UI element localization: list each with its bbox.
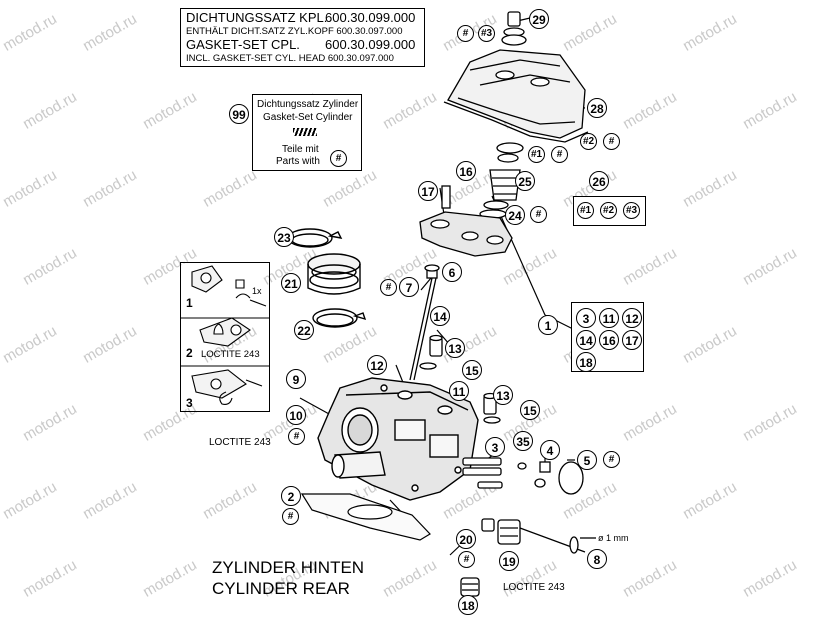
callout-7: 7 <box>399 277 419 297</box>
parts-with-label: Parts with <box>276 156 320 167</box>
kit-line1-code: 600.30.099.000 <box>325 10 416 25</box>
callout-26: 26 <box>589 171 609 191</box>
callout-5: 5 <box>577 450 597 470</box>
step-one-times: 1x <box>252 286 262 296</box>
callout-24: 24 <box>505 205 525 225</box>
callout-13-lower: 13 <box>493 385 513 405</box>
hash-tag-7: # <box>380 279 397 296</box>
hash-tag-1b: # <box>551 146 568 163</box>
hash-legend-1: #1 <box>577 202 594 219</box>
callout-13-upper: 13 <box>445 338 465 358</box>
callout-15-lower: 15 <box>520 400 540 420</box>
diameter-label: ø 1 mm <box>598 533 629 543</box>
callout-4: 4 <box>540 440 560 460</box>
callout-17: 17 <box>418 181 438 201</box>
hash-tag-2a: #2 <box>580 133 597 150</box>
callout-23: 23 <box>274 227 294 247</box>
hash-tag-24: # <box>530 206 547 223</box>
step-1: 1 <box>186 296 193 310</box>
callout-15-upper: 15 <box>462 360 482 380</box>
cyl-kit-line1: Dichtungssatz Zylinder <box>257 99 359 110</box>
step-2: 2 <box>186 346 193 360</box>
group-item-18: 18 <box>576 352 596 372</box>
group-item-3: 3 <box>576 308 596 328</box>
brand-logo <box>293 128 317 136</box>
hash-tag-5: # <box>603 451 620 468</box>
hash-tag-20: # <box>458 551 475 568</box>
callout-10: 10 <box>286 405 306 425</box>
group-item-16: 16 <box>599 330 619 350</box>
callout-99: 99 <box>229 104 249 124</box>
kit-line2: ENTHÄLT DICHT.SATZ ZYL.KOPF 600.30.097.0… <box>186 26 403 37</box>
callout-14: 14 <box>430 306 450 326</box>
callout-19: 19 <box>499 551 519 571</box>
callout-22: 22 <box>294 320 314 340</box>
gasket-kit-box <box>180 8 425 67</box>
group-item-11: 11 <box>599 308 619 328</box>
callout-8: 8 <box>587 549 607 569</box>
group-item-17: 17 <box>622 330 642 350</box>
kit-line3-label: GASKET-SET CPL. <box>186 37 300 52</box>
callout-25: 25 <box>515 171 535 191</box>
title-german: ZYLINDER HINTEN <box>212 558 365 577</box>
group-item-12: 12 <box>622 308 642 328</box>
callout-3: 3 <box>485 437 505 457</box>
callout-28: 28 <box>587 98 607 118</box>
step-loctite: LOCTITE 243 <box>201 349 260 360</box>
callout-18: 18 <box>458 595 478 615</box>
hash-tag-top-3: #3 <box>478 25 495 42</box>
kit-line1-label: DICHTUNGSSATZ KPL. <box>186 10 328 25</box>
callout-9: 9 <box>286 369 306 389</box>
hash-tag-top: # <box>457 25 474 42</box>
cyl-kit-line2: Gasket-Set Cylinder <box>263 112 353 123</box>
kit-line4: INCL. GASKET-SET CYL. HEAD 600.30.097.00… <box>186 53 394 64</box>
callout-35: 35 <box>513 431 533 451</box>
hash-tag-parts-with: # <box>330 150 347 167</box>
callout-2: 2 <box>281 486 301 506</box>
hash-tag-2b: # <box>603 133 620 150</box>
callout-11: 11 <box>449 381 469 401</box>
hash-tag-10: # <box>288 428 305 445</box>
callout-29: 29 <box>529 9 549 29</box>
kit-line3-code: 600.30.099.000 <box>325 37 416 52</box>
step-3: 3 <box>186 396 193 410</box>
callout-20: 20 <box>456 529 476 549</box>
hash-legend-3: #3 <box>623 202 640 219</box>
loctite-label-left: LOCTITE 243 <box>209 437 271 448</box>
callout-1: 1 <box>538 315 558 335</box>
loctite-label-bottom: LOCTITE 243 <box>503 582 565 593</box>
callout-12: 12 <box>367 355 387 375</box>
title-english: CYLINDER REAR <box>212 579 350 598</box>
hash-legend-2: #2 <box>600 202 617 219</box>
group-item-14: 14 <box>576 330 596 350</box>
hash-tag-1a: #1 <box>528 146 545 163</box>
callout-16: 16 <box>456 161 476 181</box>
teile-mit-label: Teile mit <box>282 144 319 155</box>
assembly-steps-box <box>180 262 270 412</box>
callout-6: 6 <box>442 262 462 282</box>
callout-21: 21 <box>281 273 301 293</box>
hash-tag-2: # <box>282 508 299 525</box>
